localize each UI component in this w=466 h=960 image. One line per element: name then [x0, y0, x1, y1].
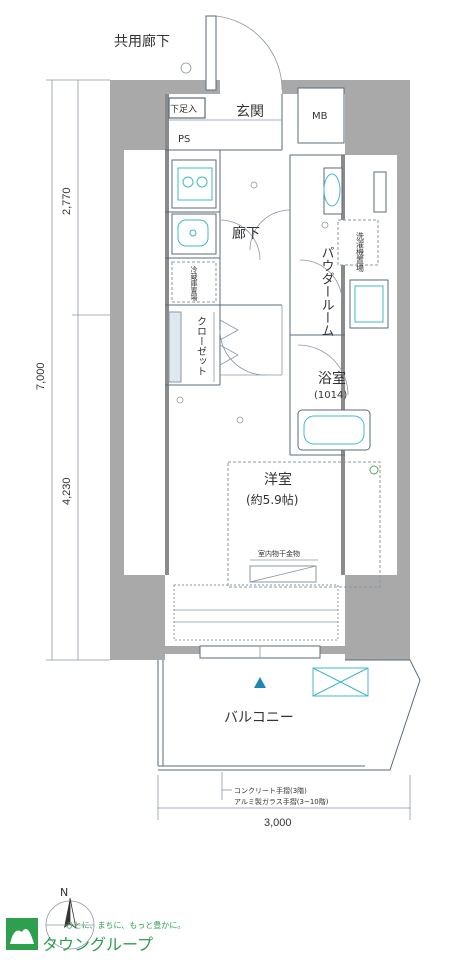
shoe-box	[168, 97, 206, 119]
entrance-door	[205, 15, 283, 91]
indoor-dryer-label: 室内物干金物	[258, 549, 300, 558]
bath-size-label: (1014)	[314, 390, 347, 401]
outlet-markers	[176, 62, 379, 475]
logo-name: タウングループ	[42, 935, 153, 954]
railing-note-2: アルミ製ガラス手摺(3~10階)	[234, 797, 329, 806]
powder-room	[299, 167, 389, 329]
company-logo: ひとに、まちに、もっと豊かに。 タウングループ	[6, 918, 185, 954]
room-size-label: (約5.9帖)	[246, 492, 298, 507]
corridor-label: 共用廊下	[114, 33, 170, 50]
closet	[168, 311, 239, 383]
fridge-label: 冷蔵庫置場	[190, 265, 198, 302]
balcony-window	[199, 645, 321, 688]
fridge-space	[171, 261, 217, 303]
bathroom	[297, 344, 371, 451]
upper-height-dim: 2,770	[61, 187, 73, 215]
mb-label: MB	[312, 111, 328, 122]
entry-arrow-icon	[254, 677, 266, 688]
washer-label: 洗濯機置場	[356, 231, 365, 273]
hallway-label: 廊下	[232, 225, 260, 242]
powder-room-label: パウダールーム	[319, 246, 335, 337]
mb-box	[297, 87, 345, 144]
dimension-lines	[46, 79, 411, 820]
bath-label: 浴室	[318, 370, 346, 387]
compass: N	[45, 886, 95, 950]
closet-label: クローゼット	[195, 316, 207, 376]
logo-tagline: ひとに、まちに、もっと豊かに。	[66, 920, 185, 930]
walls	[110, 80, 410, 660]
western-room-label: 洋室	[264, 471, 292, 488]
shoe-box-label: 下足入	[170, 104, 197, 115]
compass-north-label: N	[60, 886, 68, 899]
ps-label: PS	[178, 134, 190, 145]
hallway-doors	[219, 209, 291, 376]
western-room	[173, 461, 381, 641]
width-dim: 3,000	[264, 817, 292, 829]
balcony-label: バルコニー	[224, 710, 294, 726]
total-height-dim: 7,000	[35, 362, 47, 390]
entrance-label: 玄関	[236, 103, 264, 120]
balcony	[157, 659, 421, 771]
railing-note-1: コンクリート手摺(3階)	[234, 786, 307, 795]
lower-height-dim: 4,230	[61, 477, 73, 505]
kitchen	[171, 159, 217, 255]
